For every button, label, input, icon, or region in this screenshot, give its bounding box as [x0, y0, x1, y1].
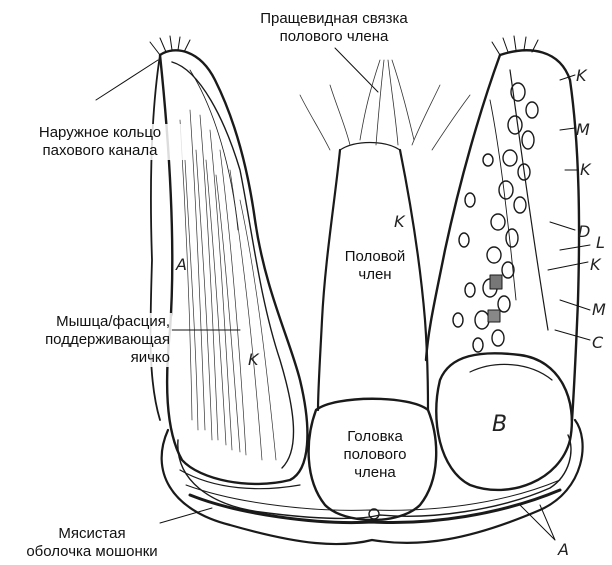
- label-inguinal-ring: Наружное кольцо пахового канала: [14, 124, 186, 160]
- label-penis: Половой член: [327, 248, 423, 284]
- letter-a-left: A: [176, 255, 187, 274]
- letter-k-left: K: [248, 350, 259, 369]
- label-suspensory-ligament: Пращевидная связка полового члена: [242, 10, 426, 46]
- pointer-inguinal: [96, 60, 158, 100]
- label-glans: Головка полового члена: [323, 428, 427, 482]
- letter-right-3: D: [578, 222, 590, 241]
- letter-right-1: M: [576, 120, 590, 139]
- letter-right-0: K: [576, 66, 587, 85]
- letter-right-4: L: [596, 233, 605, 252]
- label-dartos: Мясистая оболочка мошонки: [6, 525, 178, 561]
- pointer-suspensory: [335, 48, 378, 92]
- dartos-band: [190, 490, 560, 523]
- label-muscle-fascia: Мышца/фасция, поддерживающая яичко: [12, 313, 172, 367]
- letter-a-bottom: A: [558, 540, 569, 559]
- letter-right-5: K: [590, 255, 601, 274]
- letter-right-7: C: [592, 333, 603, 352]
- letter-right-2: K: [580, 160, 591, 179]
- letter-b: B: [492, 412, 507, 437]
- letter-right-6: M: [592, 300, 606, 319]
- letter-k-center: K: [394, 212, 405, 231]
